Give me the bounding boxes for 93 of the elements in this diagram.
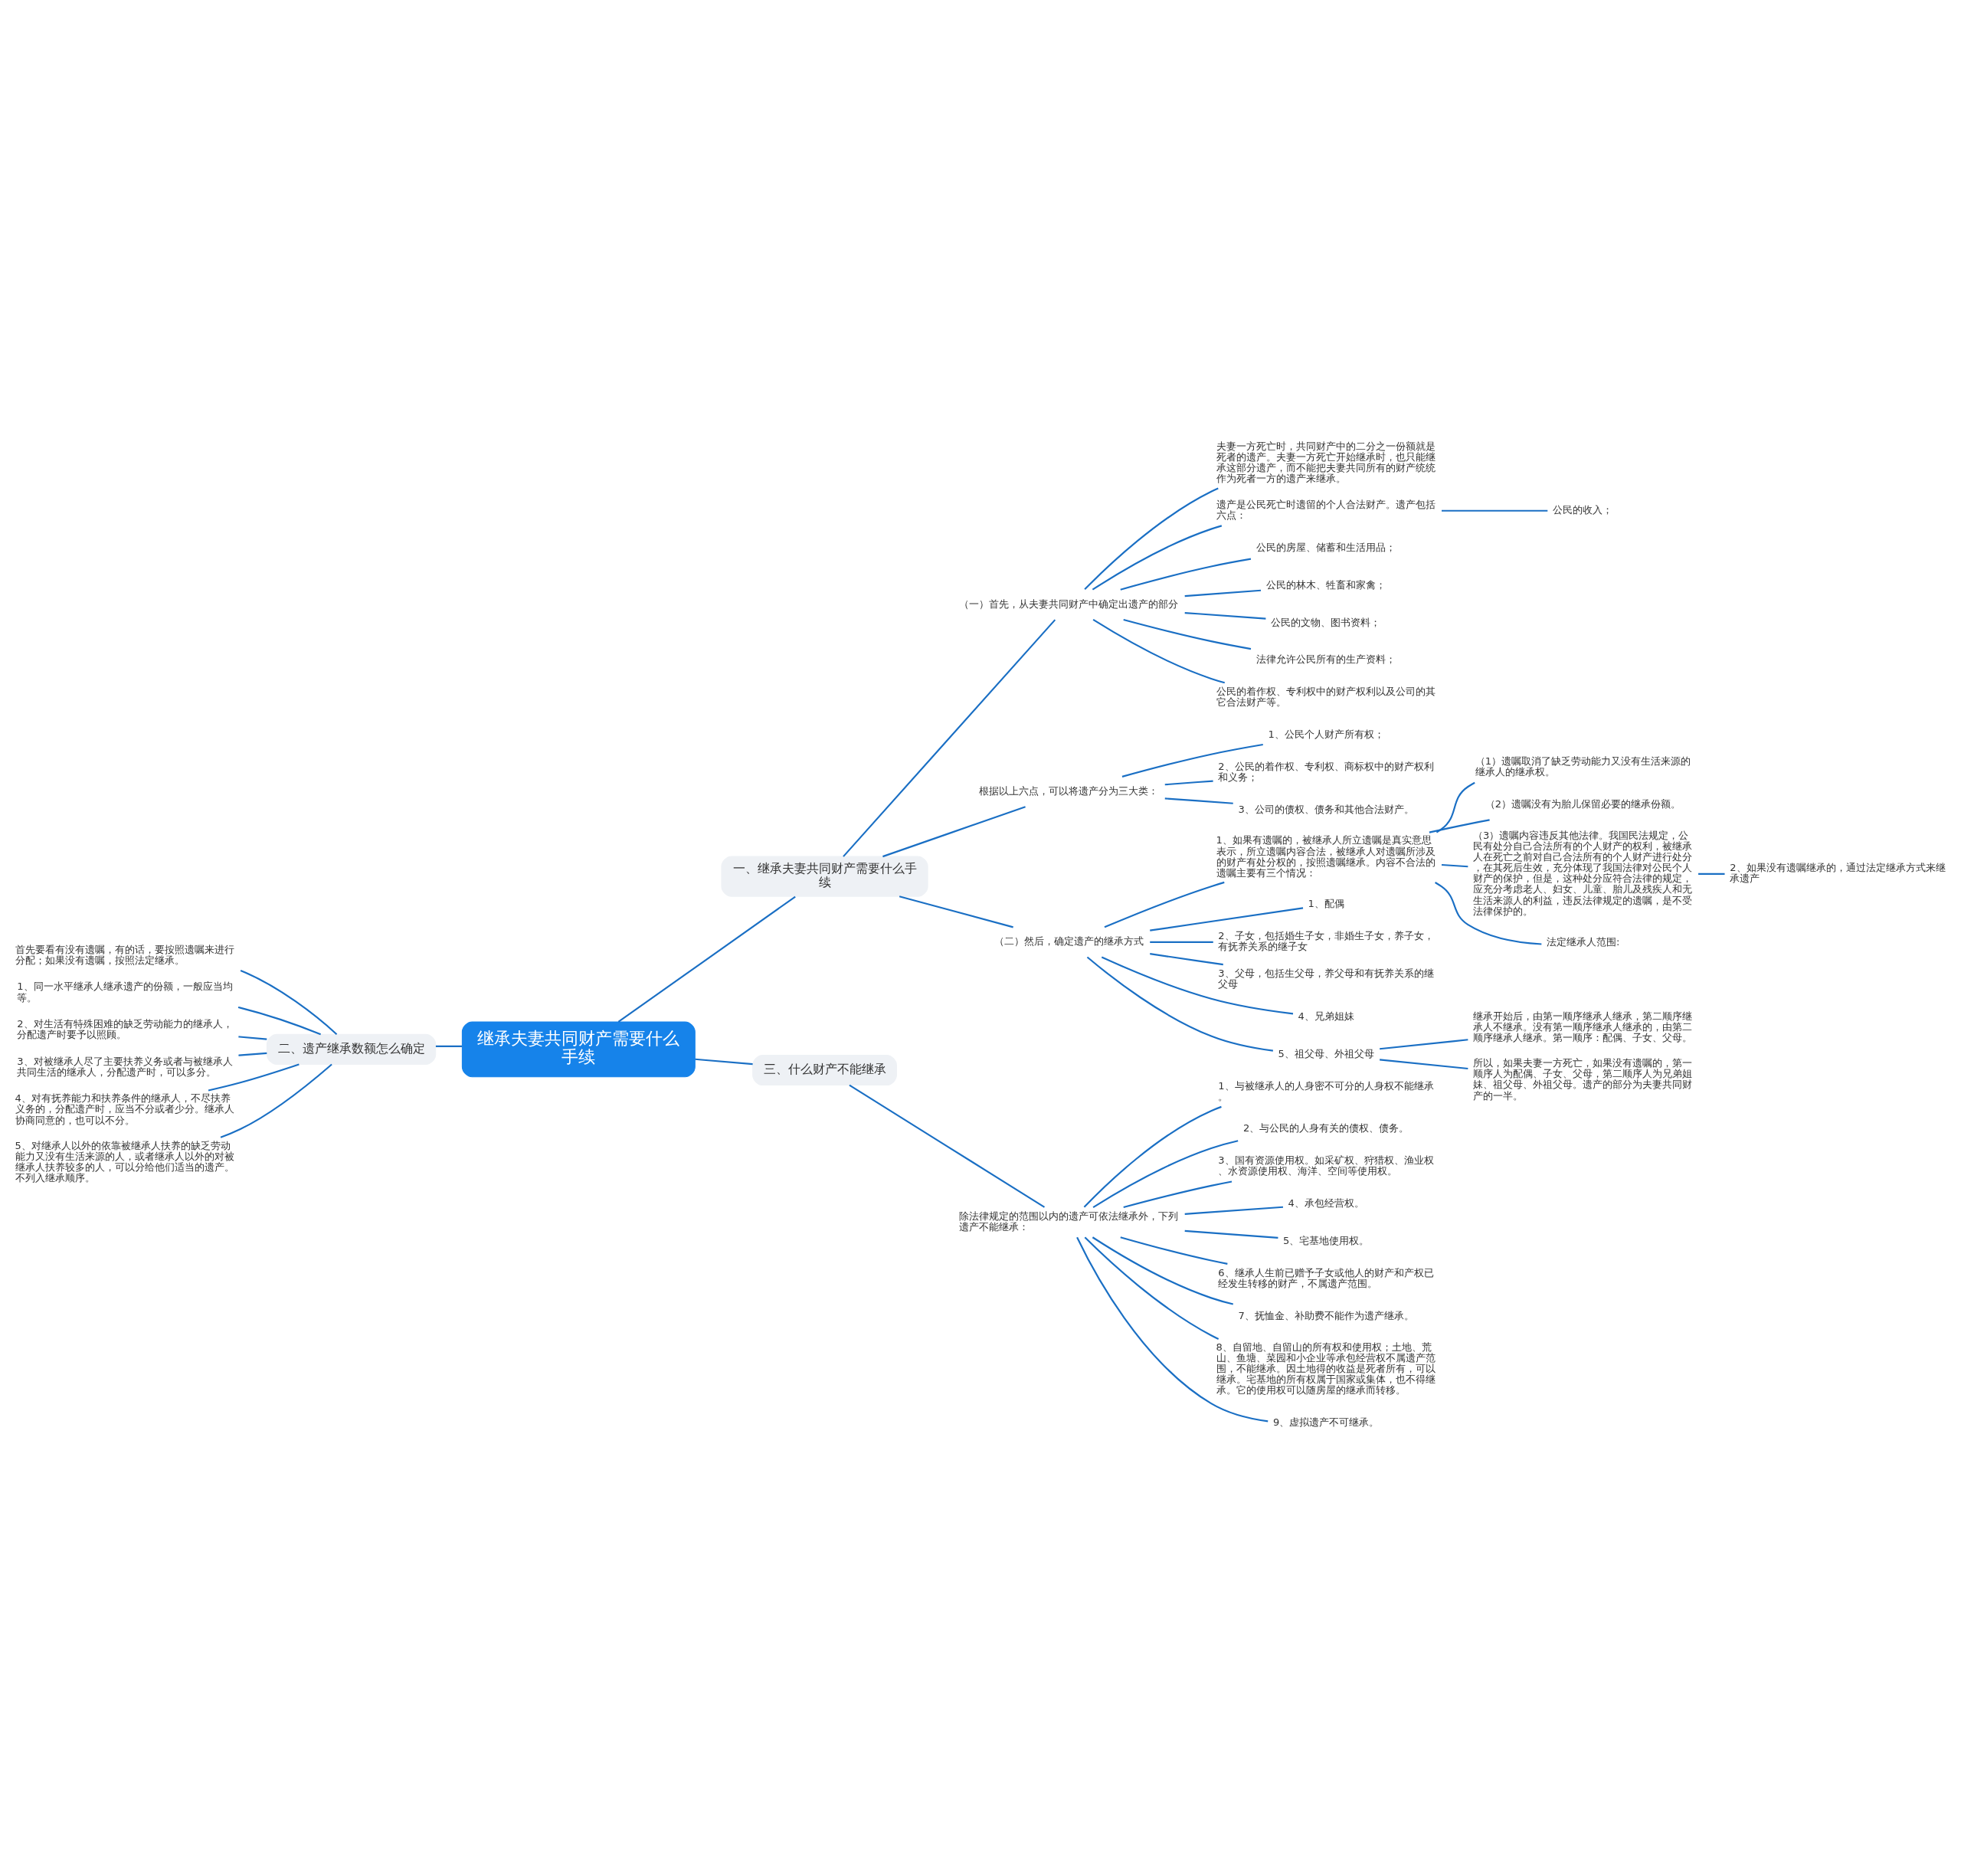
connector [1150,953,1223,966]
node-text: 3、对被继承人尽了主要扶养义务或者与被继承人共同生活的继承人，分配遗产时，可以多分。 [17,1056,233,1079]
node-text: 2、与公民的人身有关的债权、债务。 [1242,1122,1409,1134]
connector [1442,509,1548,512]
node-text: 1、公民个人财产所有权； [1268,728,1384,741]
connector [1380,1039,1468,1050]
node-text: （2）遗嘱没有为胎儿保留必要的继承份额。 [1485,798,1681,810]
node-text: 1、配偶 [1308,898,1344,910]
node-text: 3、公司的债权、债务和其他合法财产。 [1238,803,1414,815]
connector [1083,1105,1222,1208]
connector [1076,1236,1269,1423]
node-text: 公民的着作权、专利权中的财产权利以及公司的其它合法财产等。 [1216,686,1436,709]
connector [1123,1180,1233,1209]
node-text: 法定继承人范围: [1546,936,1620,948]
connector [1084,487,1219,591]
connector [1184,1229,1278,1239]
connector [1092,525,1223,591]
node-text: 公民的文物、图书资料； [1271,616,1381,628]
connector [1120,558,1252,591]
connector [435,1045,462,1048]
node-box: 二、遗产继承数额怎么确定 [266,1033,437,1065]
node-text: 夫妻一方死亡时，共同财产中的二分之一份额就是死者的遗产。夫妻一方死亡开始继承时，也只能继承这部分遗产，而不能把夫妻共同所有的财产统统作为死者一方的遗产来继承。 [1216,440,1436,485]
connector [220,1063,332,1138]
connector [1435,882,1542,945]
node-text: 继承开始后，由第一顺序继承人继承，第二顺序继承人不继承。没有第一顺序继承人继承的，由第二顺序继承人继承。第一顺序：配偶、子女、父母。 [1472,1010,1692,1044]
connector [1164,780,1213,786]
connector [1184,589,1262,598]
node-text: 所以，如果夫妻一方死亡，如果没有遗嘱的，第一顺序人为配偶、子女、父母，第二顺序人为兄弟姐妹、祖父母、外祖父母。遗产的部分为夫妻共同财产的一半。 [1472,1057,1692,1102]
node-text: 2、子女，包括婚生子女，非婚生子女，养子女，有抚养关系的继子女 [1218,930,1434,953]
node-text: 5、祖父母、外祖父母 [1278,1047,1374,1059]
connector [240,970,338,1036]
node-text: 公民的房屋、储蓄和生活用品； [1255,541,1396,553]
node-text: （3）遗嘱内容违反其他法律。我国民法规定，公民有处分自己合法所有的个人财产的权利，被继承人在死亡之前对自己合法所有的个人财产进行处分，在其死后生效，充分体现了我国法律对公民个人财产的保护，但是，这种处分应符合法律的规定，应充分考虑老人、妇女、儿童、胎儿及残疾人和无生活来源人的利益，违反法律规定的遗嘱，是不受法律保护的。 [1472,829,1692,917]
node-text: 6、继承人生前已赠予子女或他人的财产和产权已经发生转移的财产，不属遗产范围。 [1218,1266,1434,1289]
node-text: （二）然后，确定遗产的继承方式 [994,935,1144,948]
node-text: （1）遗嘱取消了缺乏劳动能力又没有生活来源的继承人的继承权。 [1475,755,1691,778]
node-box: 一、继承夫妻共同财产需要什么手续 [721,856,928,897]
connector [695,1058,753,1066]
connector [1121,743,1263,778]
connector [1150,941,1213,943]
connector [1184,1206,1284,1215]
connector [1104,881,1225,928]
connector [849,1084,1046,1208]
node-text: 9、虚拟遗产不可继承。 [1272,1416,1380,1428]
node-text: 4、兄弟姐妹 [1298,1010,1354,1022]
node-text: 1、与被继承人的人身密不可分的人身权不能继承。 [1218,1079,1434,1102]
connector [1164,797,1233,804]
node-text: 5、宅基地使用权。 [1282,1234,1370,1246]
connector [1092,619,1226,684]
node-text: 1、同一水平继承人继承遗产的份额，一般应当均等。 [17,981,233,1003]
connector [238,1036,267,1040]
connector [899,895,1013,928]
connector [1101,956,1294,1015]
node-text: 根据以上六点，可以将遗产分为三大类： [979,784,1159,797]
connector [1092,1140,1239,1208]
connector [238,1052,267,1056]
node-text: 2、公民的着作权、专利权、商标权中的财产权利和义务； [1218,760,1434,783]
node-text: （一）首先，从夫妻共同财产中确定出遗产的部分 [959,598,1179,610]
node-text: 5、对继承人以外的依靠被继承人扶养的缺乏劳动能力又没有生活来源的人，或者继承人以外的对被继承人扶养较多的人，可以分给他们适当的遗产。不列入继承顺序。 [15,1139,234,1184]
node-box: 三、什么财产不能继承 [752,1054,897,1086]
connector [617,895,796,1023]
connector [1184,612,1266,620]
connector [208,1063,300,1092]
node-text: 公民的林木、牲畜和家禽； [1265,578,1386,591]
connector [1698,873,1725,876]
connector [1150,907,1304,931]
connector [1086,956,1273,1052]
node-text: 遗产是公民死亡时遗留的个人合法财产。遗产包括六点： [1216,499,1436,522]
node-text: 1、如果有遗嘱的，被继承人所立遗嘱是真实意思表示，所立遗嘱内容合法，被继承人对遗嘱所涉及的财产有处分权的，按照遗嘱继承。内容不合法的遗嘱主要有三个情况： [1216,834,1436,879]
node-text: 8、自留地、自留山的所有权和使用权；土地、荒山、鱼塘、菜园和小企业等承包经营权不属遗产范围，不能继承。因土地得的收益是死者所有，可以继承。宅基地的所有权属于国家或集体，也不得继承。它的使用权可以随房屋的继承而转移。 [1216,1341,1436,1396]
node-text: 法律允许公民所有的生产资料； [1255,653,1396,666]
node-text: 4、承包经营权。 [1288,1197,1364,1210]
node-text: 2、对生活有特殊困难的缺乏劳动能力的继承人，分配遗产时要予以照顾。 [17,1018,233,1041]
connector [1123,618,1252,650]
connector [882,806,1026,858]
connector [1429,819,1490,833]
node-text: 除法律规定的范围以内的遗产可依法继承外，下列遗产不能继承： [959,1210,1179,1233]
node-text: 7、抚恤金、补助费不能作为遗产继承。 [1238,1309,1414,1321]
node-text: 3、父母，包括生父母，养父母和有抚养关系的继父母 [1218,967,1434,990]
connector [1084,1236,1219,1340]
connector [1092,1236,1233,1305]
node-text: 3、国有资源使用权。如采矿权、狩猎权、渔业权、水资源使用权、海洋、空间等使用权。 [1218,1154,1434,1177]
node-text: 首先要看有没有遗嘱，有的话，要按照遗嘱来进行分配；如果没有遗嘱，按照法定继承。 [15,943,234,966]
connector [843,619,1056,857]
connector [237,1006,322,1036]
node-box: 继承夫妻共同财产需要什么手续 [461,1021,696,1078]
node-text: 2、如果没有遗嘱继承的，通过法定继承方式来继承遗产 [1730,862,1946,885]
connector [1120,1236,1228,1265]
connector [1436,781,1475,833]
node-text: 公民的收入； [1553,504,1613,516]
node-text: 4、对有抚养能力和扶养条件的继承人，不尽扶养义务的，分配遗产时，应当不分或者少分。继承人协商同意的，也可以不分。 [15,1092,234,1126]
connector [1441,863,1468,868]
connector [1380,1059,1468,1070]
